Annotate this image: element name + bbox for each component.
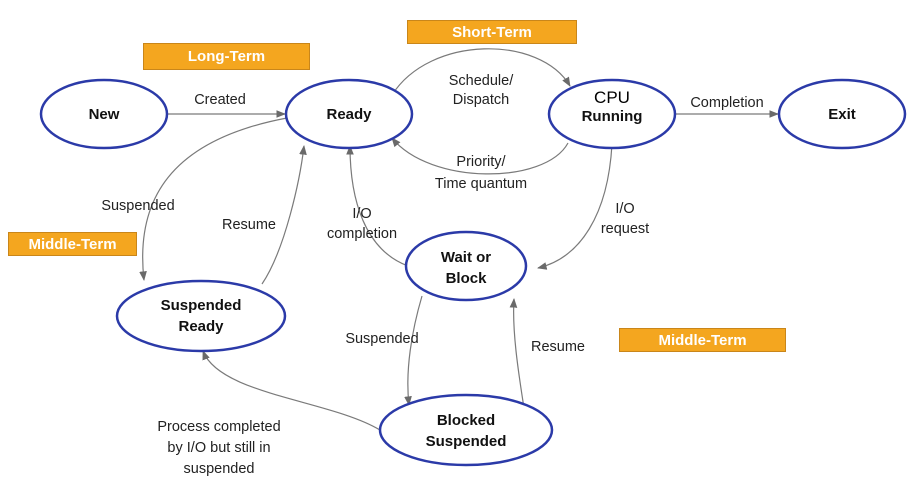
state-suspended-ready-line1: Suspended	[161, 297, 242, 314]
state-exit: Exit	[777, 78, 907, 150]
state-wait-label-line1: Wait or	[441, 249, 491, 266]
short-term-badge: Short-Term	[407, 20, 577, 44]
state-blocked-suspended-line1: Blocked	[437, 412, 495, 429]
edge-process-completed	[202, 350, 381, 431]
label-schedule-line2: Dispatch	[453, 92, 509, 108]
label-suspended-blocked: Suspended	[345, 331, 418, 347]
state-new: New	[39, 78, 169, 150]
edge-suspended-to-suspended-ready	[139, 117, 288, 281]
state-running: CPU Running	[547, 78, 677, 150]
state-blocked-suspended-line2: Suspended	[426, 433, 507, 450]
state-suspended-ready-line2: Ready	[178, 318, 224, 335]
state-suspended-ready: Suspended Ready	[115, 279, 287, 353]
state-running-label: Running	[582, 108, 643, 125]
state-wait-block: Wait or Block	[404, 230, 528, 302]
edge-schedule-dispatch	[391, 48, 571, 96]
label-io-request-line1: I/O	[615, 201, 634, 217]
edge-io-request	[537, 143, 613, 270]
label-schedule-line1: Schedule/	[449, 73, 514, 89]
label-suspended-ready: Suspended	[101, 198, 174, 214]
edge-suspended-to-blocked-suspended	[404, 295, 423, 406]
label-io-completion-line1: I/O	[352, 206, 371, 222]
state-ready-label: Ready	[326, 106, 372, 123]
edge-priority-time-quantum	[391, 137, 569, 175]
middle-term-badge-left: Middle-Term	[8, 232, 137, 256]
state-blocked-suspended: Blocked Suspended	[378, 393, 554, 467]
label-priority-line1: Priority/	[456, 154, 506, 170]
state-new-label: New	[89, 106, 120, 123]
state-wait-label-line2: Block	[446, 270, 488, 287]
label-priority-line2: Time quantum	[435, 176, 527, 192]
state-exit-label: Exit	[828, 106, 856, 123]
state-running-cpu-label: CPU	[594, 88, 630, 107]
label-io-request-line2: request	[601, 221, 649, 237]
label-process-completed-line3: suspended	[184, 461, 255, 477]
label-resume-blocked: Resume	[531, 339, 585, 355]
middle-term-badge-right: Middle-Term	[619, 328, 786, 352]
state-ready: Ready	[284, 78, 414, 150]
label-resume-ready: Resume	[222, 217, 276, 233]
label-process-completed-line1: Process completed	[157, 419, 280, 435]
long-term-badge: Long-Term	[143, 43, 310, 70]
edge-resume-to-wait	[509, 298, 525, 409]
label-io-completion-line2: completion	[327, 226, 397, 242]
label-created: Created	[194, 92, 246, 108]
edge-io-completion	[346, 145, 409, 267]
label-process-completed-line2: by I/O but still in	[167, 440, 270, 456]
edge-resume-to-ready	[261, 145, 307, 285]
label-completion: Completion	[690, 95, 763, 111]
